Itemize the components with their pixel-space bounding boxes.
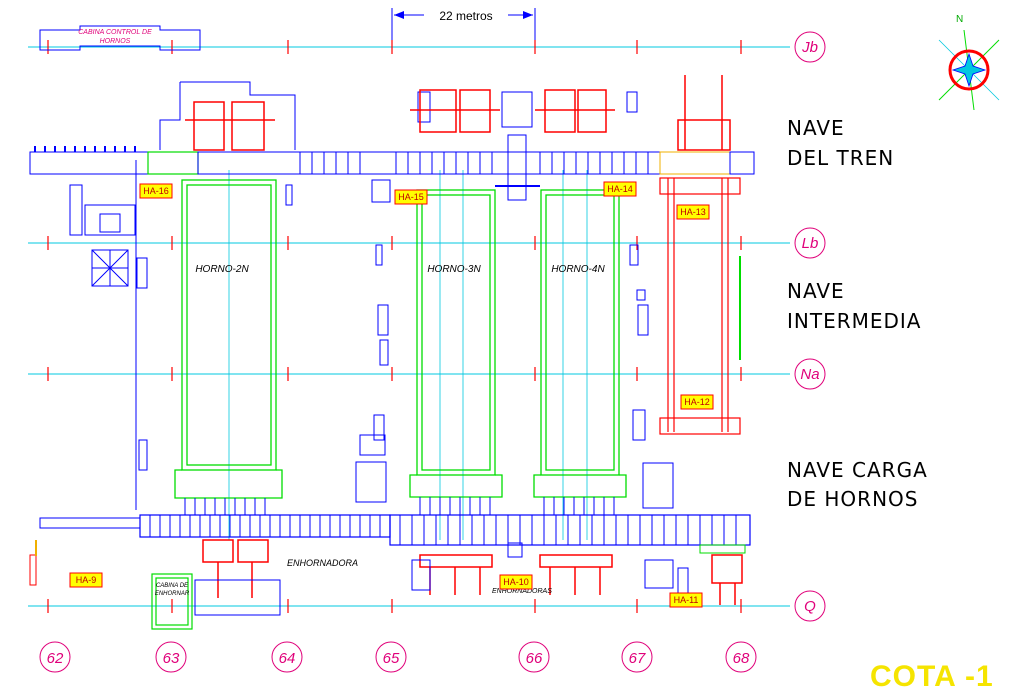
axis-label-64: 64 — [279, 650, 296, 667]
compass-north: N — [956, 14, 963, 25]
enhornadoras-label: ENHORNADORAS — [492, 588, 552, 595]
cranes-top — [185, 75, 731, 151]
cabina-enhornar-line1: CABINA DE — [156, 583, 189, 589]
furnace-horno-3n — [409, 189, 503, 498]
svg-text:HA-16: HA-16 — [143, 186, 169, 196]
compass-rose-icon: N — [938, 14, 1000, 111]
axis-label-q: Q — [804, 598, 816, 615]
svg-text:HA-9: HA-9 — [76, 575, 97, 585]
tag-ha-13: HA-13 — [676, 204, 710, 220]
column-axis-circles — [39, 641, 757, 673]
dimension-label: 22 metros — [439, 9, 492, 23]
crane-rails-right — [659, 177, 741, 435]
tag-ha-15: HA-15 — [394, 189, 428, 205]
tag-ha-12: HA-12 — [680, 394, 714, 410]
cota-level-label: COTA -1 — [870, 660, 994, 693]
row-grid-lines — [28, 46, 790, 607]
svg-text:HA-13: HA-13 — [680, 207, 706, 217]
equipment-blocks — [285, 179, 674, 509]
svg-text:HA-12: HA-12 — [684, 397, 710, 407]
building-outline — [69, 81, 638, 510]
axis-label-62: 62 — [47, 650, 64, 667]
svg-text:HA-11: HA-11 — [674, 595, 699, 605]
nave-tren-line1: NAVE — [787, 116, 845, 140]
nave-carga-line2: DE HORNOS — [787, 487, 918, 511]
axis-label-68: 68 — [733, 650, 750, 667]
cabina-control-hornos: CABINA CONTROL DE HORNOS — [39, 25, 201, 51]
furnace-horno-2n — [174, 179, 283, 499]
axis-label-65: 65 — [383, 650, 400, 667]
tag-ha-10: HA-10 — [499, 574, 533, 590]
row-axis-labels — [794, 31, 826, 622]
horno-4n-label: HORNO-4N — [551, 264, 605, 275]
axis-label-66: 66 — [526, 650, 543, 667]
roller-train-top — [29, 134, 755, 201]
tag-ha-9: HA-9 — [69, 572, 103, 588]
axis-label-67: 67 — [629, 650, 646, 667]
axis-label-na: Na — [800, 366, 819, 383]
axis-label-63: 63 — [163, 650, 180, 667]
axis-label-lb: Lb — [802, 235, 819, 252]
column-grid-lines — [228, 170, 588, 540]
axis-label-jb: Jb — [801, 39, 818, 56]
nave-carga-line1: NAVE CARGA — [787, 458, 928, 482]
cabina-control-line1: CABINA CONTROL DE — [78, 29, 152, 36]
enhornadora-frames — [194, 542, 689, 616]
cabina-enhornar — [151, 573, 193, 630]
tag-ha-11: HA-11 — [669, 592, 703, 608]
svg-text:HA-14: HA-14 — [607, 184, 633, 194]
enhornadora-label: ENHORNADORA — [287, 558, 358, 568]
cabina-control-line2: HORNOS — [100, 38, 131, 45]
enhornadoras-bottom — [202, 539, 743, 605]
left-marker-red — [29, 554, 37, 586]
tag-ha-14: HA-14 — [603, 181, 637, 197]
nave-tren-line2: DEL TREN — [787, 146, 894, 170]
svg-text:HA-15: HA-15 — [398, 192, 424, 202]
nave-intermedia-line1: NAVE — [787, 279, 845, 303]
svg-text:HA-10: HA-10 — [503, 577, 529, 587]
grid-ticks — [47, 40, 742, 613]
dimension-22-metros: 22 metros — [391, 8, 536, 40]
roller-train-bottom — [39, 497, 751, 554]
cabina-enhornar-line2: ENHORNAR — [155, 591, 190, 597]
horno-3n-label: HORNO-3N — [427, 264, 481, 275]
tag-ha-16: HA-16 — [139, 183, 173, 199]
furnace-horno-4n — [533, 189, 627, 498]
horno-2n-label: HORNO-2N — [195, 264, 249, 275]
nave-intermedia-line2: INTERMEDIA — [787, 309, 921, 333]
